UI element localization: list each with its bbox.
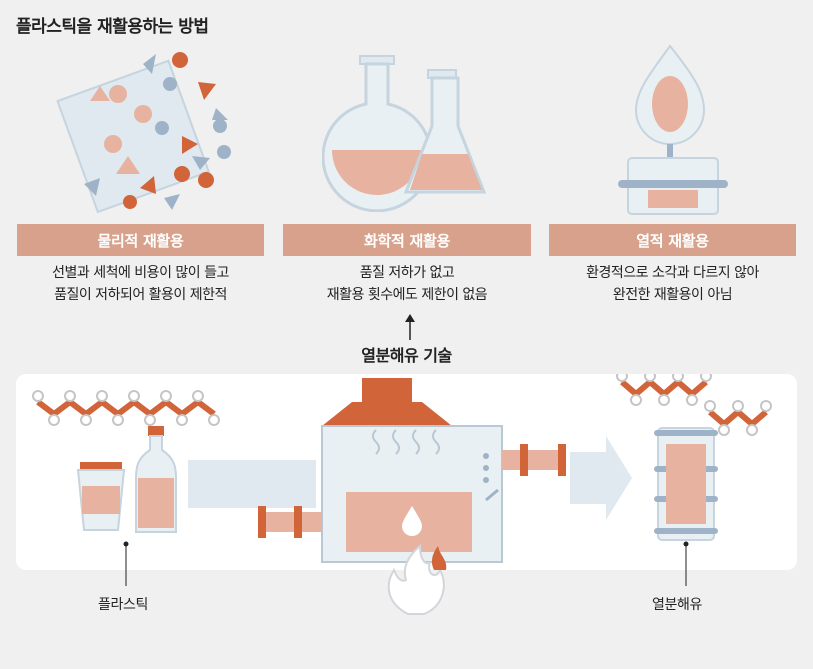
method-label-physical: 물리적 재활용 — [17, 224, 264, 256]
plastic-label: 플라스틱 — [98, 597, 148, 613]
method-desc-thermal: 환경적으로 소각과 다르지 않아 완전한 재활용이 아님 — [549, 262, 796, 306]
desc-line: 환경적으로 소각과 다르지 않아 — [586, 265, 759, 281]
plastic-fragments-illustration — [56, 52, 231, 214]
plastic-cup-icon — [76, 462, 126, 531]
method-label-thermal: 열적 재활용 — [549, 224, 796, 256]
desc-line: 선별과 세척에 비용이 많이 들고 — [52, 265, 229, 281]
pyrolysis-oil-label: 열분해유 — [652, 597, 702, 613]
desc-line: 재활용 횟수에도 제한이 없음 — [326, 287, 488, 303]
method-desc-physical: 선별과 세척에 비용이 많이 들고 품질이 저하되어 활용이 제한적 — [17, 262, 264, 306]
desc-line: 완전한 재활용이 아님 — [612, 287, 733, 303]
fire-icon — [387, 543, 447, 615]
pyrolysis-reactor-icon — [321, 378, 503, 563]
oil-barrel-icon — [654, 427, 718, 541]
method-label-chemical: 화학적 재활용 — [283, 224, 531, 256]
burner-flame-illustration — [618, 44, 728, 215]
desc-line: 품질 저하가 없고 — [359, 265, 455, 281]
plastic-bottle-icon — [135, 426, 177, 533]
method-desc-chemical: 품질 저하가 없고 재활용 횟수에도 제한이 없음 — [283, 262, 531, 306]
molecule-chain-icon — [32, 390, 220, 426]
pyrolysis-process-illustration — [32, 374, 772, 615]
short-molecule-chain-icon — [616, 374, 772, 436]
flask-illustration — [322, 55, 487, 212]
page-title: 플라스틱을 재활용하는 방법 — [16, 17, 209, 37]
outlet-pipe-icon — [502, 444, 566, 476]
inlet-pipe-icon — [258, 506, 322, 538]
arrow-up-icon — [405, 314, 415, 340]
technology-title: 열분해유 기술 — [361, 346, 452, 365]
desc-line: 품질이 저하되어 활용이 제한적 — [54, 287, 227, 303]
